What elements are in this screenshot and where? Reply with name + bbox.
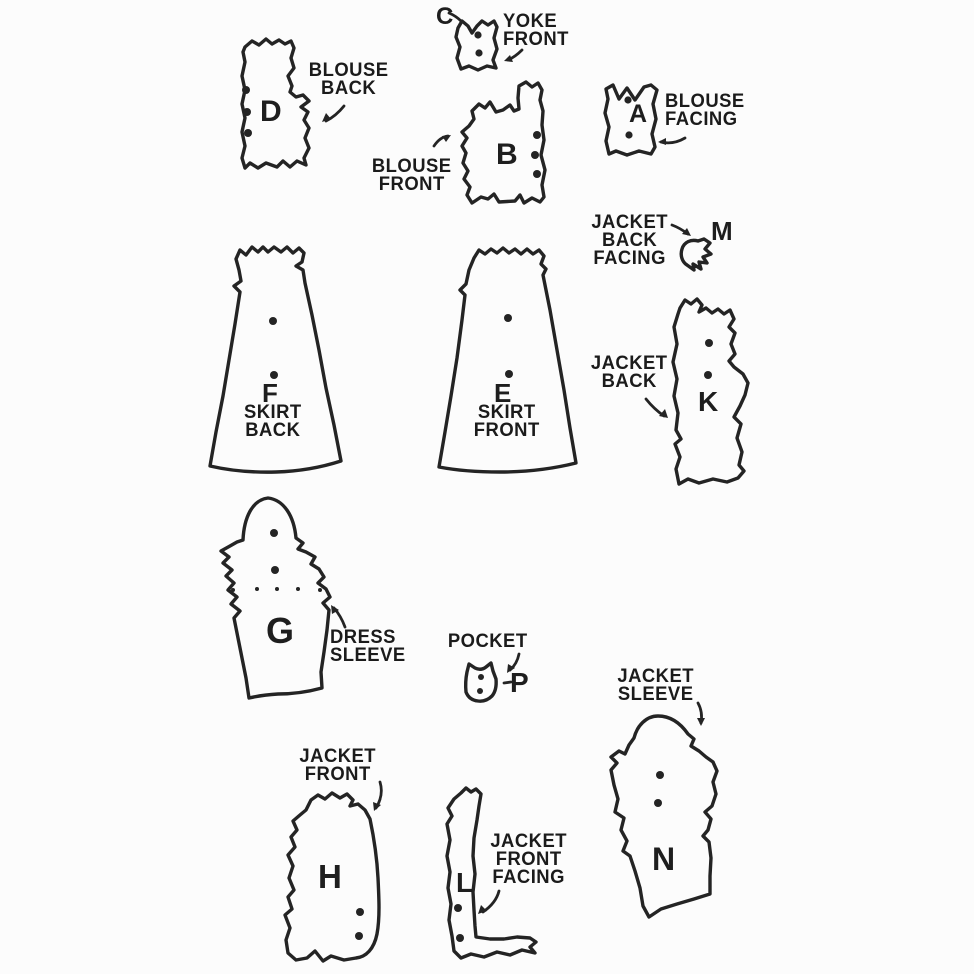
dress-sleeve-label: DRESS SLEEVE xyxy=(330,627,406,667)
piece-skirt-back-outline xyxy=(208,245,343,474)
blouse-facing-arrowhead xyxy=(658,138,666,145)
yoke-front-pointer xyxy=(447,11,463,23)
jacket-front-facing-arrowhead xyxy=(478,905,487,914)
piece-letter-L: L xyxy=(456,867,474,898)
blouse-front-dots xyxy=(531,131,541,178)
skirt-back-label: SKIRT BACK xyxy=(243,402,302,442)
piece-jacket-back-facing-outline xyxy=(679,237,713,272)
piece-letter-D: D xyxy=(260,95,283,128)
pocket-letter-dash xyxy=(502,680,513,685)
piece-skirt-front-outline xyxy=(437,246,578,474)
skirt-front-label: SKIRT FRONT xyxy=(473,402,540,442)
blouse-back-arrowhead xyxy=(322,113,331,122)
blouse-back-dots xyxy=(242,86,252,137)
pocket-dots xyxy=(477,674,484,694)
dress-sleeve-dots xyxy=(231,529,322,592)
jacket-front-facing-label: JACKET FRONT FACING xyxy=(490,831,567,889)
jacket-back-facing-label: JACKET BACK FACING xyxy=(591,212,668,270)
jacket-front-facing-dots xyxy=(454,904,464,942)
piece-jacket-sleeve-outline xyxy=(609,714,719,919)
piece-letter-K: K xyxy=(698,386,719,417)
piece-letter-E: E xyxy=(494,378,512,408)
jacket-back-dots xyxy=(704,339,713,379)
yoke-front-label: YOKE FRONT xyxy=(503,11,569,51)
blouse-facing-dots xyxy=(624,96,633,139)
piece-letter-P: P xyxy=(510,667,530,698)
jacket-sleeve-arrowhead xyxy=(697,718,705,726)
piece-blouse-back-outline xyxy=(240,37,311,170)
skirt-front-dots xyxy=(504,314,513,378)
jacket-back-facing-arrowhead xyxy=(682,228,691,236)
yoke-front-dots xyxy=(474,31,483,57)
blouse-front-arrowhead xyxy=(442,135,451,142)
yoke-front-arrowhead xyxy=(504,55,513,62)
jacket-front-label: JACKET FRONT xyxy=(299,746,377,786)
piece-letter-M: M xyxy=(711,216,734,246)
skirt-back-dots xyxy=(269,317,278,379)
piece-letter-F: F xyxy=(262,378,279,408)
pocket-arrowhead xyxy=(507,664,515,673)
piece-jacket-front-outline xyxy=(283,791,381,963)
blouse-back-label: BLOUSE BACK xyxy=(308,60,389,100)
jacket-back-arrowhead xyxy=(659,409,668,418)
piece-letter-C: C xyxy=(436,3,454,30)
jacket-front-dots xyxy=(355,908,364,940)
jacket-back-label: JACKET BACK xyxy=(590,353,668,393)
piece-letter-A: A xyxy=(629,100,648,128)
piece-pocket-outline xyxy=(463,661,498,703)
piece-jacket-front-facing-outline xyxy=(445,786,538,960)
jacket-sleeve-dots xyxy=(654,771,664,807)
piece-letter-B: B xyxy=(496,138,519,171)
jacket-front-facing-arrow xyxy=(481,889,501,914)
piece-blouse-facing-outline xyxy=(603,83,659,157)
pocket-label: POCKET xyxy=(447,631,528,652)
piece-letter-G: G xyxy=(266,610,295,651)
piece-letter-H: H xyxy=(318,858,343,895)
jacket-sleeve-label: JACKET SLEEVE xyxy=(617,666,694,706)
piece-dress-sleeve-outline xyxy=(219,496,332,700)
dress-sleeve-arrowhead xyxy=(331,605,339,614)
piece-yoke-front-outline xyxy=(454,19,499,72)
piece-jacket-back-outline xyxy=(671,297,750,486)
blouse-front-label: BLOUSE FRONT xyxy=(371,156,452,196)
piece-letter-N: N xyxy=(652,841,676,877)
piece-blouse-front-outline xyxy=(460,80,547,205)
blouse-facing-label: BLOUSE FACING xyxy=(665,91,745,131)
jacket-front-arrowhead xyxy=(373,802,381,811)
